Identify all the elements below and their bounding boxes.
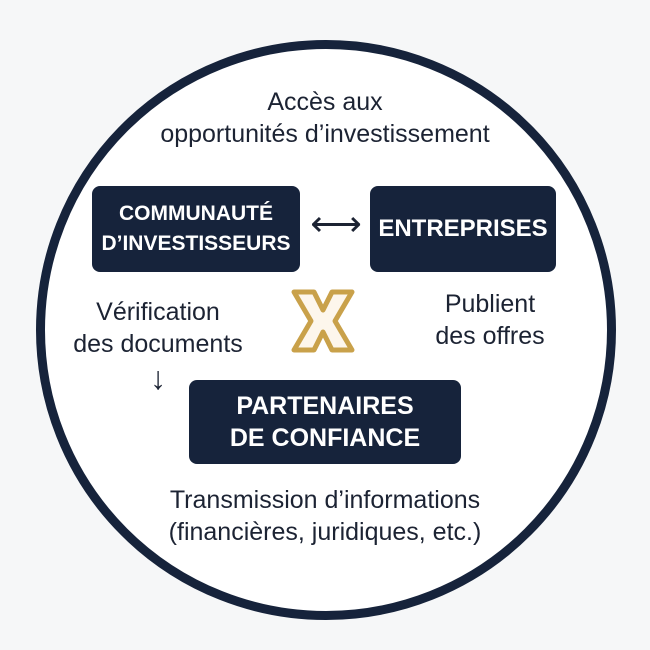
- transmission-text: Transmission d’informations (financières…: [110, 484, 540, 548]
- enterprises-box: ENTREPRISES: [370, 186, 556, 272]
- access-text: Accès aux opportunités d’investissement: [100, 86, 550, 150]
- down-arrow-icon: ↓: [150, 360, 166, 396]
- partners-box: PARTENAIRES DE CONFIANCE: [189, 380, 461, 464]
- publish-line-2: des offres: [435, 322, 545, 350]
- enterprises-label: ENTREPRISES: [378, 215, 548, 242]
- verification-text: Vérification des documents: [58, 296, 258, 360]
- verification-line-1: Vérification: [96, 298, 220, 326]
- transmission-line-1: Transmission d’informations: [169, 486, 481, 514]
- publish-line-1: Publient: [444, 290, 536, 318]
- community-line-2: D’INVESTISSEURS: [101, 232, 291, 255]
- access-line-2: opportunités d’investissement: [160, 120, 490, 148]
- verification-line-2: des documents: [73, 330, 243, 358]
- community-line-1: COMMUNAUTÉ: [119, 202, 273, 225]
- access-line-1: Accès aux: [267, 88, 383, 116]
- community-box: COMMUNAUTÉ D’INVESTISSEURS: [92, 186, 300, 272]
- partners-line-1: PARTENAIRES: [236, 392, 414, 420]
- transmission-line-2: (financières, juridiques, etc.): [168, 518, 482, 546]
- bidirectional-arrow-icon: ⟷: [310, 203, 362, 244]
- publish-text: Publient des offres: [400, 288, 580, 352]
- x-logo-icon: [291, 289, 355, 353]
- partners-line-2: DE CONFIANCE: [229, 424, 421, 452]
